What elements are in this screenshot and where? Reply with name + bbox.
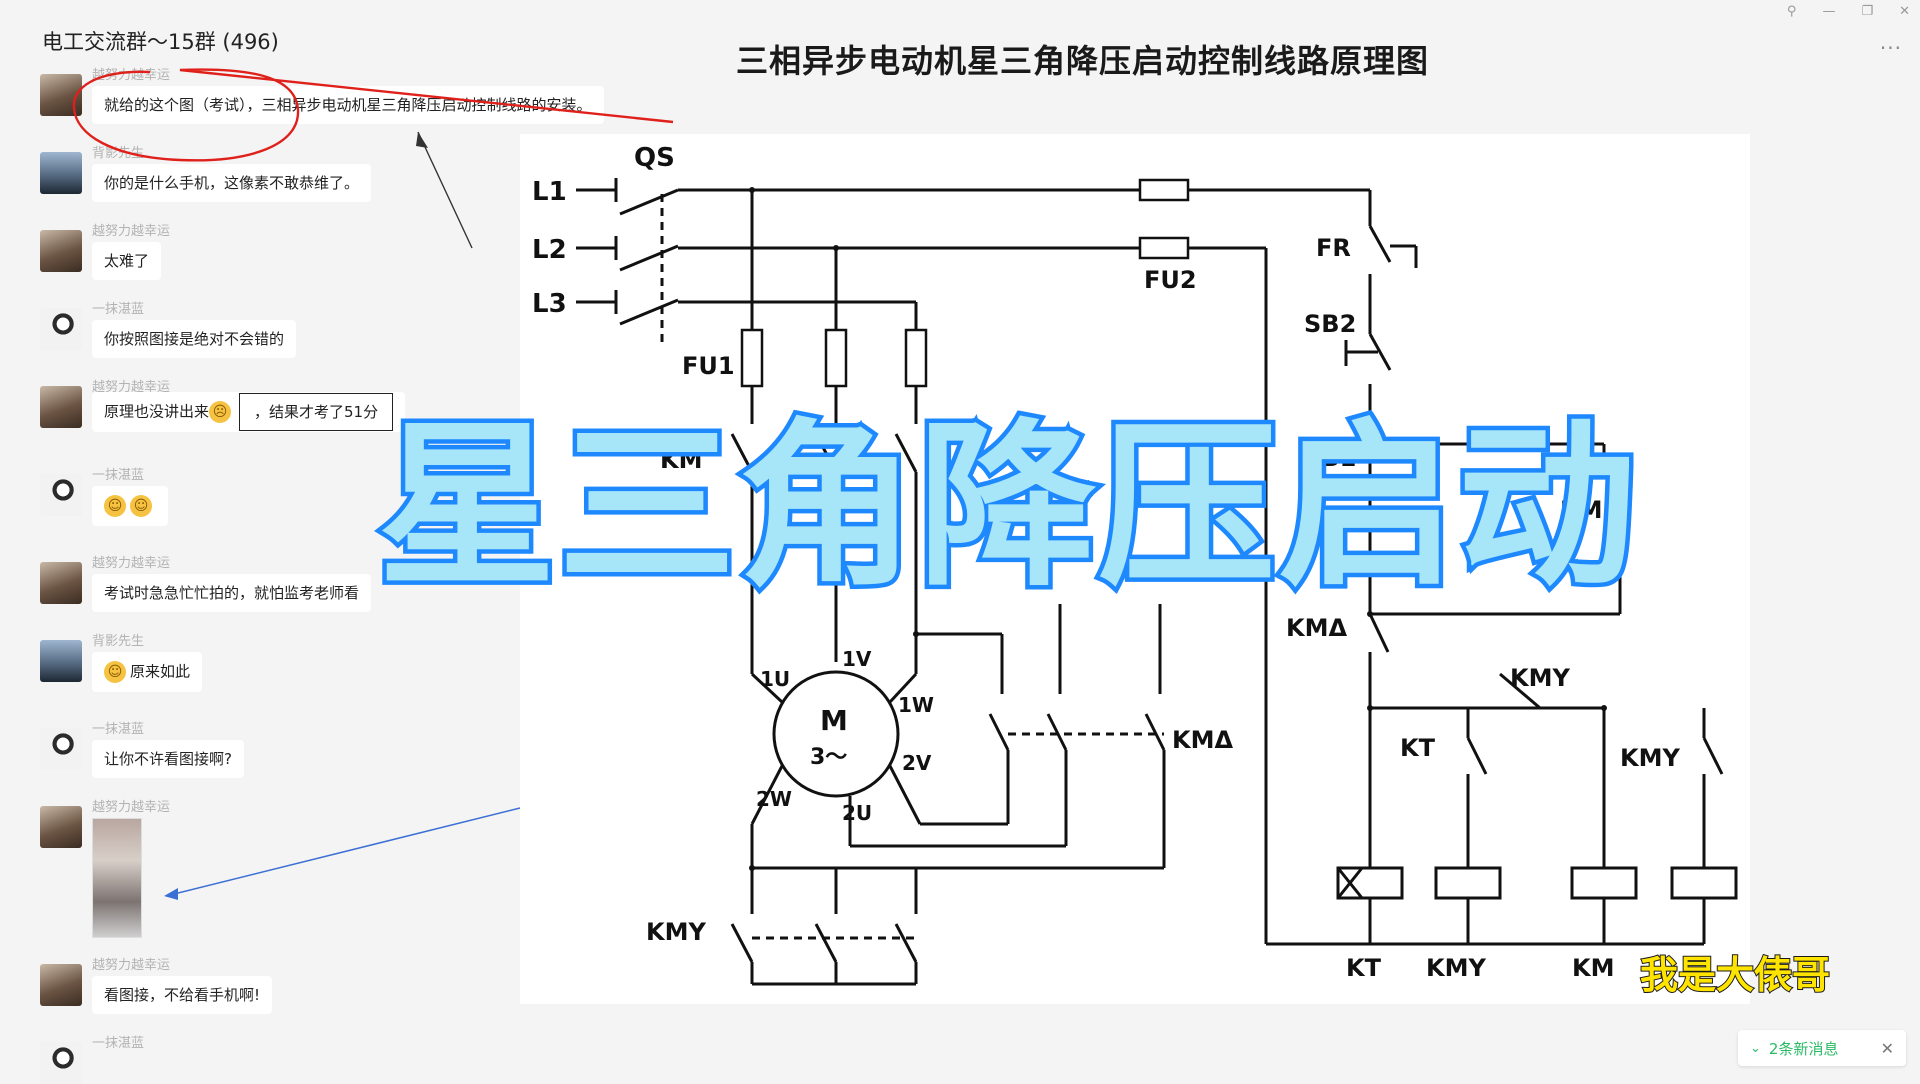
label-sb1: SB1 [1304, 444, 1356, 472]
message-bubble[interactable]: 就给的这个图（考试），三相异步电动机星三角降压启动控制线路的安装。 [92, 86, 604, 124]
window-controls: ⚲ — ❐ ✕ [1787, 4, 1910, 19]
label-l2: L2 [532, 235, 567, 265]
label-sb2: SB2 [1304, 310, 1356, 338]
image-thumbnail[interactable] [92, 818, 142, 938]
message-sender: 越努力越幸运 [92, 380, 171, 395]
label-fr: FR [1316, 234, 1351, 262]
message-sender: 背影先生 [92, 634, 145, 649]
close-icon[interactable]: ✕ [1880, 1038, 1894, 1058]
label-motor-sub: 3～ [810, 745, 847, 770]
label-1u: 1U [760, 667, 790, 691]
avatar[interactable] [40, 386, 82, 428]
label-l1: L1 [532, 177, 567, 207]
avatar[interactable] [40, 474, 82, 516]
label-km-y-main: KMY [646, 918, 706, 946]
message-bubble[interactable]: 你按照图接是绝对不会错的 [92, 320, 297, 358]
label-coil-kt: KT [1346, 954, 1382, 982]
avatar[interactable] [40, 74, 82, 116]
label-km: KM [660, 446, 702, 474]
highlighted-text: ，结果才考了51分 [239, 392, 394, 431]
avatar[interactable] [40, 640, 82, 682]
pin-icon[interactable]: ⚲ [1786, 4, 1797, 19]
label-km-y-aux: KMY [1510, 664, 1570, 692]
message-bubble[interactable]: ☺原来如此 [92, 652, 203, 692]
message-sender: 越努力越幸运 [92, 224, 171, 239]
message-bubble[interactable]: 让你不许看图接啊? [92, 740, 244, 778]
avatar[interactable] [40, 806, 82, 848]
label-fu1: FU1 [682, 352, 735, 380]
label-qs: QS [634, 143, 675, 173]
label-1v: 1V [842, 647, 872, 671]
label-2u: 2U [842, 801, 872, 825]
avatar[interactable] [40, 964, 82, 1006]
group-title: 电工交流群～15群 (496) [42, 30, 279, 54]
avatar[interactable] [40, 1042, 82, 1084]
message-sender: 一抹湛蓝 [92, 302, 145, 317]
maximize-icon[interactable]: ❐ [1861, 4, 1874, 19]
chevron-down-icon: ⌄ [1750, 1040, 1761, 1056]
message-bubble[interactable]: 考试时急急忙忙拍的，就怕监考老师看 [92, 574, 372, 612]
label-2v: 2V [902, 751, 932, 775]
label-km-control: KM [1560, 496, 1602, 524]
label-km-delta-aux: KMΔ [1286, 614, 1347, 642]
label-coil-km: KM [1572, 954, 1614, 982]
minimize-icon[interactable]: — [1822, 4, 1836, 19]
label-motor: M [820, 704, 848, 737]
avatar[interactable] [40, 308, 82, 350]
label-kt-contact: KT [1400, 734, 1436, 762]
message-bubble[interactable]: 你的是什么手机，这像素不敢恭维了。 [92, 164, 372, 202]
watermark: 我是大俵哥 [1639, 952, 1831, 998]
message-sender: 越努力越幸运 [92, 800, 171, 815]
message-sender: 一抹湛蓝 [92, 722, 145, 737]
label-l3: L3 [532, 289, 567, 319]
label-km-y-interlock: KMY [1620, 744, 1680, 772]
message-sender: 一抹湛蓝 [92, 1036, 145, 1051]
message-sender: 越努力越幸运 [92, 958, 171, 973]
new-messages-label: 2条新消息 [1768, 1039, 1839, 1058]
avatar[interactable] [40, 152, 82, 194]
close-window-icon[interactable]: ✕ [1899, 4, 1910, 19]
new-messages-button[interactable]: ⌄ 2条新消息 ✕ [1738, 1030, 1906, 1066]
message-sender: 越努力越幸运 [92, 68, 171, 83]
message-bubble[interactable]: 太难了 [92, 242, 162, 280]
smile-emoji-icon: ☺ [130, 495, 152, 517]
smile-emoji-icon: ☺ [104, 495, 126, 517]
message-sender: 背影先生 [92, 146, 145, 161]
message-text: 原理也没讲出来 [104, 402, 210, 421]
crying-emoji-icon: ☹ [209, 401, 232, 423]
circuit-diagram: QS L1 L2 L3 FU1 FU2 FR SB2 SB1 KM KM KMΔ… [520, 134, 1750, 1004]
label-2w: 2W [756, 787, 792, 811]
message-bubble[interactable]: 看图接，不给看手机啊! [92, 976, 273, 1014]
avatar[interactable] [40, 562, 82, 604]
message-text: 原来如此 [130, 662, 191, 681]
avatar[interactable] [40, 230, 82, 272]
avatar[interactable] [40, 728, 82, 770]
label-coil-km-y: KMY [1426, 954, 1486, 982]
overlay-title: 星三角降压启动 [374, 403, 1641, 610]
label-fu2: FU2 [1144, 266, 1197, 294]
message-sender: 越努力越幸运 [92, 556, 171, 571]
message-bubble[interactable]: 原理也没讲出来☹ ，结果才考了51分 [92, 392, 406, 432]
label-1w: 1W [898, 693, 934, 717]
more-options-icon[interactable]: ··· [1879, 36, 1902, 60]
message-bubble[interactable]: ☺☺ [92, 486, 168, 526]
message-sender: 一抹湛蓝 [92, 468, 145, 483]
laugh-emoji-icon: ☺ [104, 661, 126, 683]
diagram-title: 三相异步电动机星三角降压启动控制线路原理图 [736, 42, 1430, 80]
label-km-delta-main: KMΔ [1172, 726, 1233, 754]
